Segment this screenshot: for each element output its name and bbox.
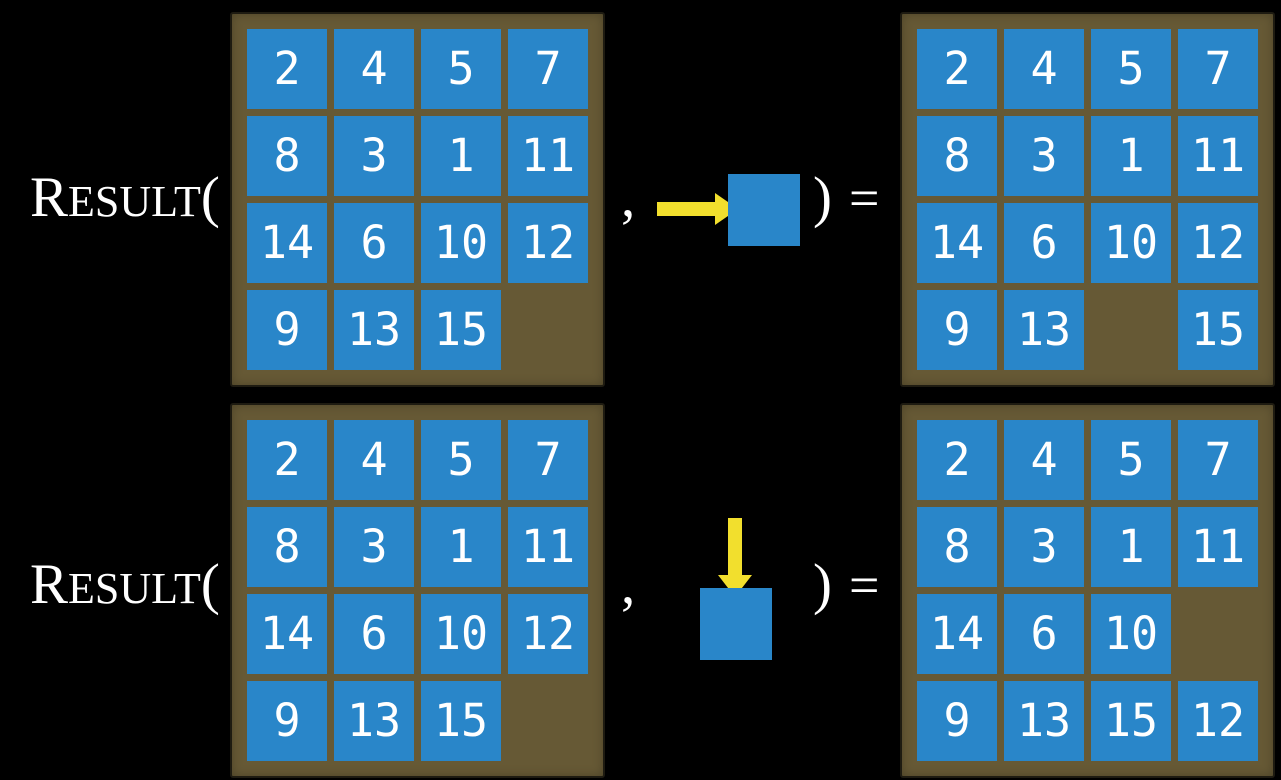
comma-row2: , [621,553,636,616]
down-arrow-icon [718,518,752,597]
puzzle-tile: 7 [1178,420,1258,500]
puzzle-tile: 1 [1091,116,1171,196]
puzzle-tile: 7 [1178,29,1258,109]
right-arrow-icon [657,193,738,225]
puzzle-tile: 13 [334,290,414,370]
puzzle-tile: 8 [247,116,327,196]
function-name-rest: ESULT [68,177,201,226]
blank-cell [508,290,588,370]
puzzle-tile: 15 [421,681,501,761]
puzzle-tile: 2 [247,420,327,500]
puzzle-tile: 13 [1004,681,1084,761]
puzzle-tile: 2 [247,29,327,109]
puzzle-tile: 4 [334,29,414,109]
puzzle-tile: 14 [917,594,997,674]
puzzle-tile: 2 [917,420,997,500]
puzzle-tile: 10 [1091,594,1171,674]
puzzle-tile: 5 [1091,420,1171,500]
puzzle-tile: 9 [917,290,997,370]
puzzle-tile: 1 [421,507,501,587]
function-name-initial: R [30,166,69,229]
close-group-row2: )= [813,556,879,613]
puzzle-tile: 8 [247,507,327,587]
result-function-label-2: RESULT( [30,556,220,613]
puzzle-tile: 15 [421,290,501,370]
puzzle-tile: 15 [1178,290,1258,370]
puzzle-tile: 12 [508,594,588,674]
puzzle-tile: 6 [334,594,414,674]
puzzle-tile: 13 [1004,290,1084,370]
puzzle-tile: 9 [247,681,327,761]
puzzle-tile: 12 [1178,203,1258,283]
puzzle-tile: 1 [421,116,501,196]
action-tile-row2 [700,588,772,660]
puzzle-tile: 11 [508,116,588,196]
puzzle-tile: 14 [247,203,327,283]
function-name-initial: R [30,553,69,616]
puzzle-tile: 3 [1004,116,1084,196]
puzzle-tile: 5 [421,29,501,109]
puzzle-tile: 4 [1004,29,1084,109]
puzzle-tile: 6 [334,203,414,283]
puzzle-tile: 10 [421,594,501,674]
equals-sign-row2: = [848,555,880,615]
puzzle-tile: 9 [917,681,997,761]
puzzle-tile: 6 [1004,594,1084,674]
puzzle-tile: 6 [1004,203,1084,283]
puzzle-tile: 11 [1178,116,1258,196]
puzzle-tile: 8 [917,507,997,587]
puzzle-tile: 8 [917,116,997,196]
puzzle-tile: 13 [334,681,414,761]
result-function-label: RESULT( [30,169,220,226]
equals-sign-row1: = [848,168,880,228]
blank-cell [508,681,588,761]
puzzle-tile: 11 [1178,507,1258,587]
puzzle-tile: 15 [1091,681,1171,761]
blank-cell [1091,290,1171,370]
puzzle-tile: 10 [1091,203,1171,283]
puzzle-tile: 3 [1004,507,1084,587]
puzzle-tile: 7 [508,420,588,500]
close-paren-row2: ) [813,553,832,616]
puzzle-tile: 4 [334,420,414,500]
close-paren-row1: ) [813,166,832,229]
puzzle-tile: 12 [508,203,588,283]
function-name-rest: ESULT [68,564,201,613]
puzzle-tile: 4 [1004,420,1084,500]
open-paren: ( [200,553,220,616]
action-tile-row1 [728,174,800,246]
puzzle-tile: 9 [247,290,327,370]
close-group-row1: )= [813,169,879,226]
puzzle-tile: 2 [917,29,997,109]
puzzle-tile: 1 [1091,507,1171,587]
puzzle-tile: 3 [334,116,414,196]
puzzle-tile: 7 [508,29,588,109]
puzzle-tile: 10 [421,203,501,283]
puzzle-tile: 5 [1091,29,1171,109]
puzzle-tile: 5 [421,420,501,500]
puzzle-tile: 11 [508,507,588,587]
puzzle-tile: 14 [247,594,327,674]
puzzle-tile: 12 [1178,681,1258,761]
puzzle-tile: 14 [917,203,997,283]
open-paren: ( [200,166,220,229]
comma-row1: , [621,166,636,229]
blank-cell [1178,594,1258,674]
puzzle-tile: 3 [334,507,414,587]
